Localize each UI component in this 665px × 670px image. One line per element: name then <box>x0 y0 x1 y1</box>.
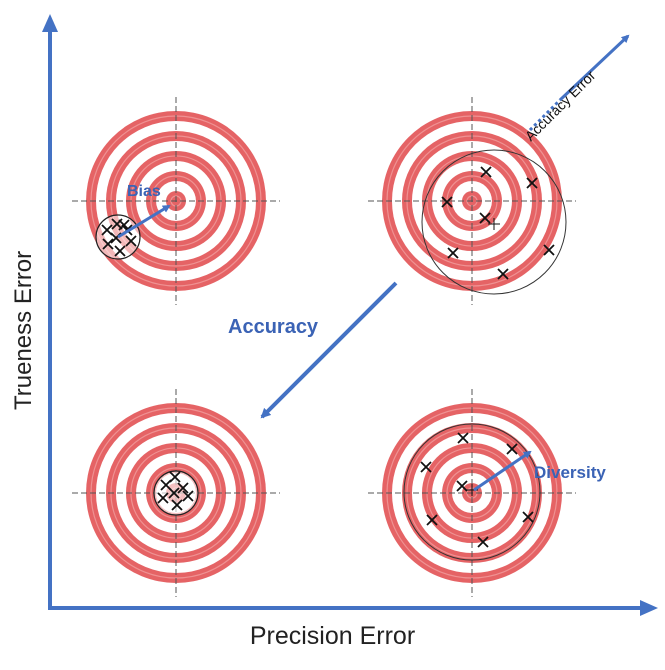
accuracy-error-arrow <box>558 34 630 102</box>
x-axis-arrowhead <box>640 600 658 616</box>
x-marker <box>480 166 492 178</box>
x-marker <box>497 268 509 280</box>
target-top-right <box>368 97 576 305</box>
x-marker-stroke <box>169 471 181 483</box>
accurate-cluster-circle <box>153 470 199 516</box>
x-marker-stroke <box>543 244 555 256</box>
x-marker <box>420 461 432 473</box>
x-marker <box>447 247 459 259</box>
accuracy-label: Accuracy <box>228 316 319 338</box>
x-marker-stroke <box>480 166 492 178</box>
bias-arrow <box>117 204 171 239</box>
x-marker <box>114 245 126 257</box>
x-marker-stroke <box>168 487 180 499</box>
x-marker <box>426 514 438 526</box>
x-marker-stroke <box>506 443 518 455</box>
x-marker <box>168 487 180 499</box>
x-marker-stroke <box>526 177 538 189</box>
x-marker-stroke <box>456 480 468 492</box>
y-axis-label: Trueness Error <box>10 250 37 410</box>
x-marker-stroke <box>101 224 113 236</box>
x-marker <box>441 196 453 208</box>
x-marker-stroke <box>479 212 491 224</box>
x-marker <box>456 480 468 492</box>
x-marker-stroke <box>157 492 169 504</box>
x-marker <box>506 443 518 455</box>
x-marker-stroke <box>118 219 130 231</box>
x-marker <box>118 219 130 231</box>
x-marker <box>169 471 181 483</box>
x-marker <box>177 482 189 494</box>
x-marker-stroke <box>177 482 189 494</box>
bias-label: Bias <box>127 183 161 200</box>
x-marker-stroke <box>160 479 172 491</box>
x-marker-stroke <box>102 238 114 250</box>
x-marker <box>477 536 489 548</box>
x-marker-stroke <box>182 490 194 502</box>
spread-circle <box>421 149 567 295</box>
x-marker <box>102 238 114 250</box>
x-marker-stroke <box>447 247 459 259</box>
x-marker-stroke <box>441 196 453 208</box>
x-axis-label: Precision Error <box>249 622 416 650</box>
x-marker <box>157 492 169 504</box>
x-marker <box>125 235 137 247</box>
x-marker-stroke <box>420 461 432 473</box>
x-marker-stroke <box>125 235 137 247</box>
x-marker-stroke <box>522 511 534 523</box>
x-marker <box>171 499 183 511</box>
x-marker-stroke <box>114 245 126 257</box>
x-marker <box>526 177 538 189</box>
x-marker <box>457 432 469 444</box>
accuracy-arrow <box>260 281 398 419</box>
x-marker <box>101 224 113 236</box>
x-marker <box>522 511 534 523</box>
x-marker-stroke <box>457 432 469 444</box>
accuracy-error-dotted <box>528 98 562 132</box>
x-marker-stroke <box>171 499 183 511</box>
diversity-label: Diversity <box>534 463 606 482</box>
x-marker-stroke <box>497 268 509 280</box>
diversity-circle <box>403 423 541 561</box>
x-marker <box>543 244 555 256</box>
x-marker <box>182 490 194 502</box>
x-marker <box>479 212 491 224</box>
y-axis-arrowhead <box>42 14 58 32</box>
x-marker-stroke <box>426 514 438 526</box>
x-marker-stroke <box>477 536 489 548</box>
target-top-left <box>72 97 280 305</box>
diversity-arrow <box>473 450 532 492</box>
